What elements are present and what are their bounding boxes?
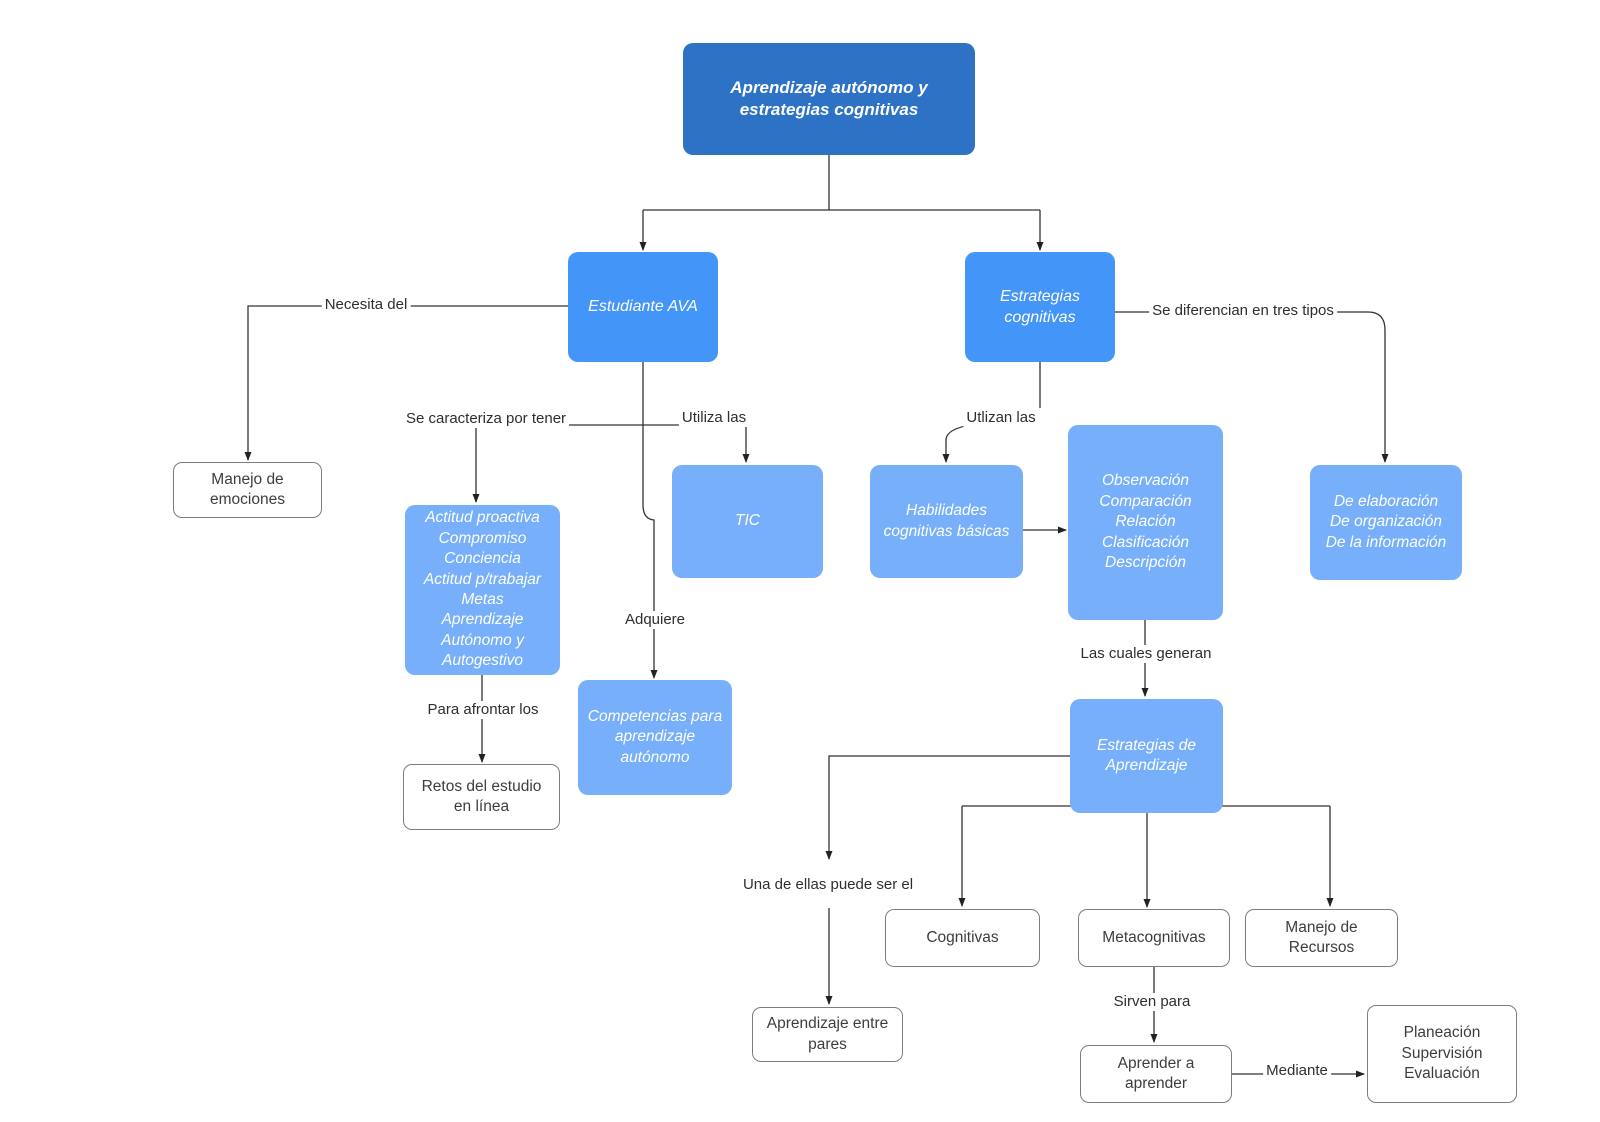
edge-label-se-diferencian: Se diferencian en tres tipos: [1149, 302, 1337, 320]
node-aprendizaje-pares-label: Aprendizaje entre pares: [766, 1015, 889, 1053]
edge-label-utlizan-las: Utlizan las: [963, 409, 1039, 427]
node-planeacion-label: Planeación Supervisión Evaluación: [1401, 1024, 1483, 1083]
node-aprender-a-aprender: Aprender a aprender: [1080, 1045, 1232, 1103]
node-estrategias-aprendizaje: Estrategias de Aprendizaje: [1070, 699, 1223, 813]
edge-una-de-ellas-1: [825, 755, 1070, 860]
node-habilidades: Habilidades cognitivas básicas: [870, 465, 1023, 578]
node-estudiante-ava: Estudiante AVA: [568, 252, 718, 362]
edge-utlizan-hook: [942, 421, 1009, 463]
node-tic-label: TIC: [735, 512, 760, 530]
node-cognitivas-label: Cognitivas: [926, 928, 999, 946]
node-competencias-label: Competencias para aprendizaje autónomo: [587, 707, 723, 766]
node-manejo-emociones: Manejo de emociones: [173, 462, 322, 518]
node-estrategias-aprendizaje-label: Estrategias de Aprendizaje: [1096, 736, 1197, 774]
node-metacognitivas: Metacognitivas: [1078, 909, 1230, 967]
node-habilidades-label: Habilidades cognitivas básicas: [883, 502, 1010, 540]
edge-se-diferencian: [1115, 311, 1389, 463]
edge-label-sirven-para: Sirven para: [1110, 993, 1194, 1011]
edge-adquiere: [642, 425, 658, 679]
edge-label-las-cuales: Las cuales generan: [1077, 645, 1215, 663]
node-aprender-a-aprender-label: Aprender a aprender: [1117, 1054, 1195, 1092]
node-retos-label: Retos del estudio en línea: [421, 777, 542, 815]
edge-label-adquiere: Adquiere: [621, 611, 689, 629]
node-habilidades-lista-label: Observación Comparación Relación Clasifi…: [1099, 472, 1192, 572]
node-cognitivas: Cognitivas: [885, 909, 1040, 967]
edge-utiliza-las: [643, 424, 750, 463]
node-manejo-emociones-label: Manejo de emociones: [210, 470, 285, 508]
node-estrategias-cognitivas-label: Estrategias cognitivas: [999, 287, 1081, 326]
edge-label-utiliza-las: Utiliza las: [678, 409, 750, 427]
edge-label-una-de-ellas: Una de ellas puede ser el: [739, 876, 917, 894]
node-tipos-elaboracion: De elaboración De organización De la inf…: [1310, 465, 1462, 580]
edge-se-caracteriza: [472, 424, 643, 503]
node-root: Aprendizaje autónomo y estrategias cogni…: [683, 43, 975, 155]
edge-label-para-afrontar: Para afrontar los: [424, 701, 542, 719]
node-habilidades-lista: Observación Comparación Relación Clasifi…: [1068, 425, 1223, 620]
edge-label-mediante: Mediante: [1263, 1062, 1331, 1080]
node-planeacion: Planeación Supervisión Evaluación: [1367, 1005, 1517, 1103]
node-estrategias-cognitivas: Estrategias cognitivas: [965, 252, 1115, 362]
node-actitudes: Actitud proactiva Compromiso Conciencia …: [405, 505, 560, 675]
edge-label-se-caracteriza: Se caracteriza por tener: [402, 410, 570, 428]
node-manejo-recursos-label: Manejo de Recursos: [1285, 918, 1358, 956]
edge-necesita-del: [244, 305, 568, 461]
node-tic: TIC: [672, 465, 823, 578]
node-manejo-recursos: Manejo de Recursos: [1245, 909, 1398, 967]
edge-label-necesita-del: Necesita del: [321, 296, 411, 314]
node-estudiante-ava-label: Estudiante AVA: [588, 298, 698, 316]
node-tipos-elaboracion-label: De elaboración De organización De la inf…: [1325, 492, 1447, 551]
node-metacognitivas-label: Metacognitivas: [1102, 928, 1206, 946]
node-aprendizaje-pares: Aprendizaje entre pares: [752, 1007, 903, 1062]
node-root-label: Aprendizaje autónomo y estrategias cogni…: [730, 77, 928, 119]
node-retos: Retos del estudio en línea: [403, 764, 560, 830]
node-competencias: Competencias para aprendizaje autónomo: [578, 680, 732, 795]
node-actitudes-label: Actitud proactiva Compromiso Conciencia …: [423, 509, 542, 670]
